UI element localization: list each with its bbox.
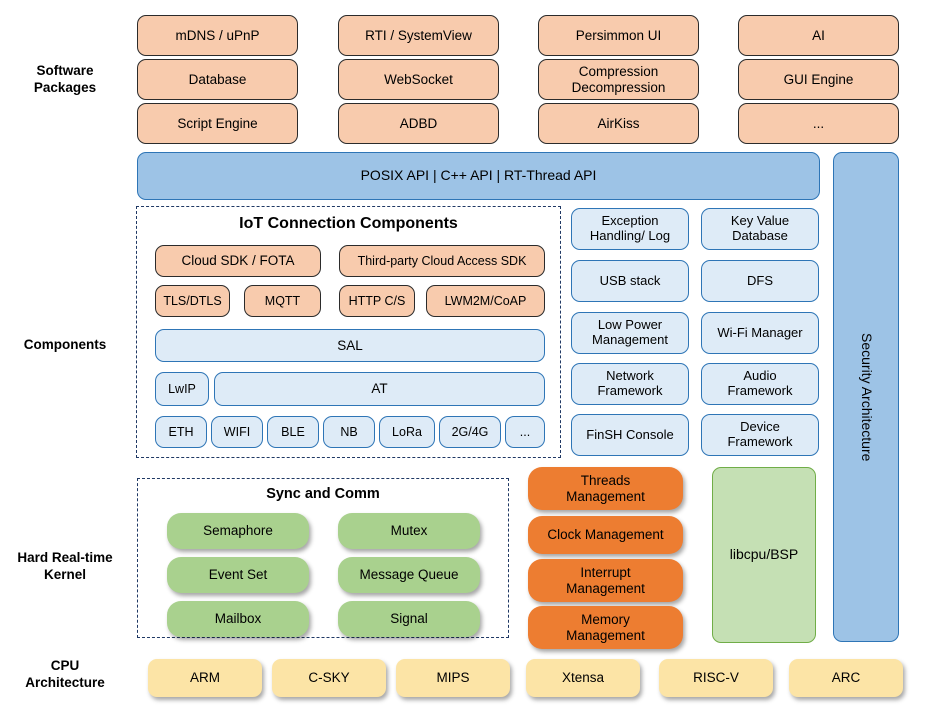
api-bar[interactable]: POSIX API | C++ API | RT-Thread API [137, 152, 820, 200]
iot-ble[interactable]: BLE [267, 416, 319, 448]
libcpu-bsp[interactable]: libcpu/BSP [712, 467, 816, 643]
iot-cloud-sdk-fota[interactable]: Cloud SDK / FOTA [155, 245, 321, 277]
iot-at[interactable]: AT [214, 372, 545, 406]
iot-lwm2m-coap[interactable]: LWM2M/CoAP [426, 285, 545, 317]
component-network-framework[interactable]: Network Framework [571, 363, 689, 405]
component-audio-framework[interactable]: Audio Framework [701, 363, 819, 405]
component-wifi-manager[interactable]: Wi-Fi Manager [701, 312, 819, 354]
package-script-engine[interactable]: Script Engine [137, 103, 298, 144]
cpu-arc[interactable]: ARC [789, 659, 903, 697]
iot-http-cs[interactable]: HTTP C/S [339, 285, 415, 317]
component-device-framework[interactable]: Device Framework [701, 414, 819, 456]
kernel-mutex[interactable]: Mutex [338, 513, 480, 549]
iot-lora[interactable]: LoRa [379, 416, 435, 448]
kernel-memory-management[interactable]: Memory Management [528, 606, 683, 649]
package-gui-engine[interactable]: GUI Engine [738, 59, 899, 100]
kernel-interrupt-management[interactable]: Interrupt Management [528, 559, 683, 602]
component-exception-handling-log[interactable]: Exception Handling/ Log [571, 208, 689, 250]
cpu-xtensa[interactable]: Xtensa [526, 659, 640, 697]
row-label-cpu-architecture: CPU Architecture [25, 658, 105, 690]
iot-sal[interactable]: SAL [155, 329, 545, 362]
row-label-software-packages: Software Packages [33, 63, 97, 95]
package-more[interactable]: ... [738, 103, 899, 144]
package-mdns-upnp[interactable]: mDNS / uPnP [137, 15, 298, 56]
iot-box-title: IoT Connection Components [239, 215, 458, 232]
kernel-message-queue[interactable]: Message Queue [338, 557, 480, 593]
component-dfs[interactable]: DFS [701, 260, 819, 302]
package-compression-decompression[interactable]: Compression Decompression [538, 59, 699, 100]
kernel-threads-management[interactable]: Threads Management [528, 467, 683, 510]
package-persimmon-ui[interactable]: Persimmon UI [538, 15, 699, 56]
kernel-event-set[interactable]: Event Set [167, 557, 309, 593]
kernel-semaphore[interactable]: Semaphore [167, 513, 309, 549]
component-finsh-console[interactable]: FinSH Console [571, 414, 689, 456]
cpu-c-sky[interactable]: C-SKY [272, 659, 386, 697]
iot-more[interactable]: ... [505, 416, 545, 448]
row-label-components: Components [23, 337, 107, 352]
package-database[interactable]: Database [137, 59, 298, 100]
component-usb-stack[interactable]: USB stack [571, 260, 689, 302]
iot-mqtt[interactable]: MQTT [244, 285, 321, 317]
iot-connection-components-box: IoT Connection Components Cloud SDK / FO… [136, 206, 561, 458]
iot-eth[interactable]: ETH [155, 416, 207, 448]
package-airkiss[interactable]: AirKiss [538, 103, 699, 144]
iot-third-party-cloud-access-sdk[interactable]: Third-party Cloud Access SDK [339, 245, 545, 277]
component-low-power-management[interactable]: Low Power Management [571, 312, 689, 354]
iot-tls-dtls[interactable]: TLS/DTLS [155, 285, 230, 317]
cpu-risc-v[interactable]: RISC-V [659, 659, 773, 697]
iot-lwip[interactable]: LwIP [155, 372, 209, 406]
package-rti-systemview[interactable]: RTI / SystemView [338, 15, 499, 56]
iot-2g-4g[interactable]: 2G/4G [439, 416, 501, 448]
sync-and-comm-box: Sync and Comm Semaphore Event Set Mailbo… [137, 478, 509, 638]
cpu-arm[interactable]: ARM [148, 659, 262, 697]
iot-wifi[interactable]: WIFI [211, 416, 263, 448]
package-adbd[interactable]: ADBD [338, 103, 499, 144]
security-architecture-column[interactable]: Security Architecture [833, 152, 899, 642]
security-architecture-label: Security Architecture [858, 332, 875, 462]
row-label-kernel: Hard Real-time Kernel [17, 550, 113, 582]
component-key-value-database[interactable]: Key Value Database [701, 208, 819, 250]
package-ai[interactable]: AI [738, 15, 899, 56]
kernel-clock-management[interactable]: Clock Management [528, 516, 683, 554]
cpu-mips[interactable]: MIPS [396, 659, 510, 697]
kernel-signal[interactable]: Signal [338, 601, 480, 637]
sync-box-title: Sync and Comm [266, 486, 380, 502]
kernel-mailbox[interactable]: Mailbox [167, 601, 309, 637]
iot-nb[interactable]: NB [323, 416, 375, 448]
package-websocket[interactable]: WebSocket [338, 59, 499, 100]
